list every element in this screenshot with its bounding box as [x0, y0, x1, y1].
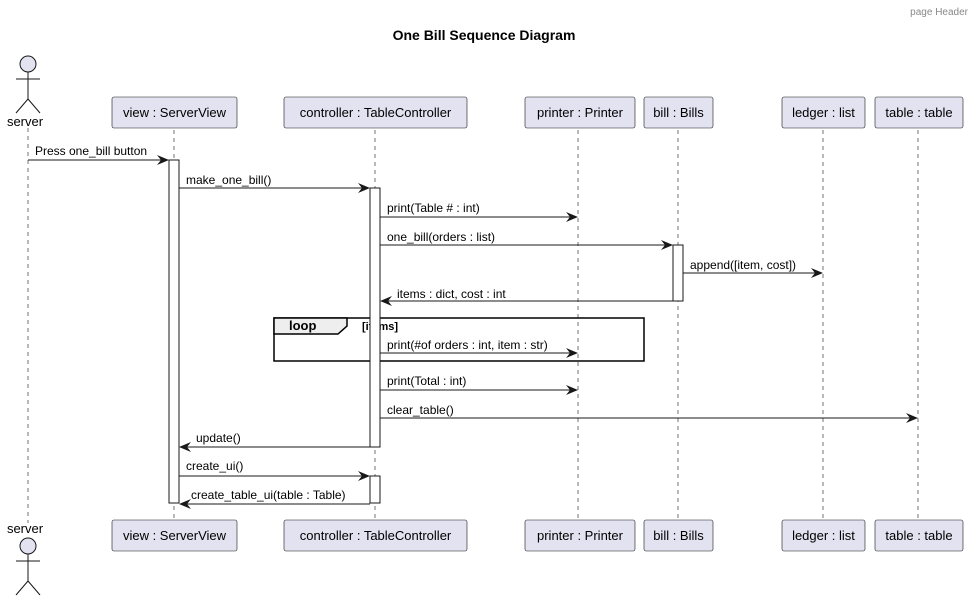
arrowhead	[566, 212, 578, 222]
participant-label-view: view : ServerView	[123, 105, 227, 120]
loop-keyword: loop	[289, 318, 316, 333]
participant-label-table: table : table	[885, 105, 952, 120]
message-label: create_table_ui(table : Table)	[191, 488, 346, 502]
arrowhead	[661, 240, 673, 250]
activation-controller-2	[369, 475, 381, 504]
participant-label-printer: printer : Printer	[537, 528, 624, 543]
participant-box-ledger	[781, 96, 866, 129]
participant-box-view	[111, 519, 238, 552]
arrowhead	[358, 471, 370, 481]
participant-label-printer: printer : Printer	[537, 105, 624, 120]
participant-box-controller	[283, 519, 468, 552]
loop-frame	[273, 317, 645, 362]
arrowhead	[906, 413, 918, 423]
page-header: page Header	[910, 7, 968, 18]
participant-label-controller: controller : TableController	[300, 528, 452, 543]
message-label: create_ui()	[186, 459, 243, 473]
message-label: clear_table()	[387, 403, 454, 417]
lifelines	[27, 128, 919, 523]
participant-box-bill	[643, 96, 714, 129]
message-label: one_bill(orders : list)	[387, 230, 495, 244]
arrowhead	[179, 442, 191, 452]
loop-tab	[273, 317, 348, 335]
activation-view	[168, 159, 180, 504]
participant-box-ledger	[781, 519, 866, 552]
arrowhead	[566, 385, 578, 395]
participants-top: view : ServerView controller : TableCont…	[111, 96, 964, 129]
participant-label-table: table : table	[885, 528, 952, 543]
message-label: print(#of orders : int, item : str)	[387, 338, 548, 352]
actor-head-icon	[19, 55, 37, 73]
arrowhead	[179, 499, 191, 509]
message-label: update()	[196, 431, 241, 445]
participant-box-bill	[643, 519, 714, 552]
message-label: items : dict, cost : int	[397, 287, 506, 301]
actor-body-icon	[15, 554, 41, 596]
message-label: append([item, cost])	[690, 258, 796, 272]
arrowhead	[811, 268, 823, 278]
participant-box-printer	[524, 96, 636, 129]
participant-label-view: view : ServerView	[123, 528, 227, 543]
message-label: print(Table # : int)	[387, 201, 480, 215]
participant-box-printer	[524, 519, 636, 552]
message-label: print(Total : int)	[387, 374, 466, 388]
participant-box-view	[111, 96, 238, 129]
arrowhead	[358, 183, 370, 193]
participant-box-controller	[283, 96, 468, 129]
participant-box-table	[874, 96, 964, 129]
activation-bill	[672, 244, 684, 302]
actor-server-bottom: server	[7, 521, 44, 596]
actor-label: server	[7, 114, 44, 129]
actor-head-icon	[19, 537, 37, 555]
actor-label: server	[7, 521, 44, 536]
participants-bottom: view : ServerView controller : TableCont…	[111, 519, 964, 552]
participant-label-bill: bill : Bills	[653, 528, 704, 543]
participant-label-bill: bill : Bills	[653, 105, 704, 120]
arrowhead	[566, 348, 578, 358]
participant-label-controller: controller : TableController	[300, 105, 452, 120]
message-label: make_one_bill()	[186, 173, 271, 187]
arrowhead	[380, 296, 392, 306]
actor-body-icon	[15, 72, 41, 114]
diagram-title: One Bill Sequence Diagram	[393, 27, 576, 43]
participant-label-ledger: ledger : list	[792, 105, 855, 120]
activation-controller	[369, 187, 381, 448]
arrowhead	[157, 155, 169, 165]
participant-box-table	[874, 519, 964, 552]
messages: Press one_bill button make_one_bill() pr…	[28, 144, 918, 509]
actor-server-top: server	[7, 55, 44, 129]
participant-label-ledger: ledger : list	[792, 528, 855, 543]
message-label: Press one_bill button	[35, 144, 147, 158]
